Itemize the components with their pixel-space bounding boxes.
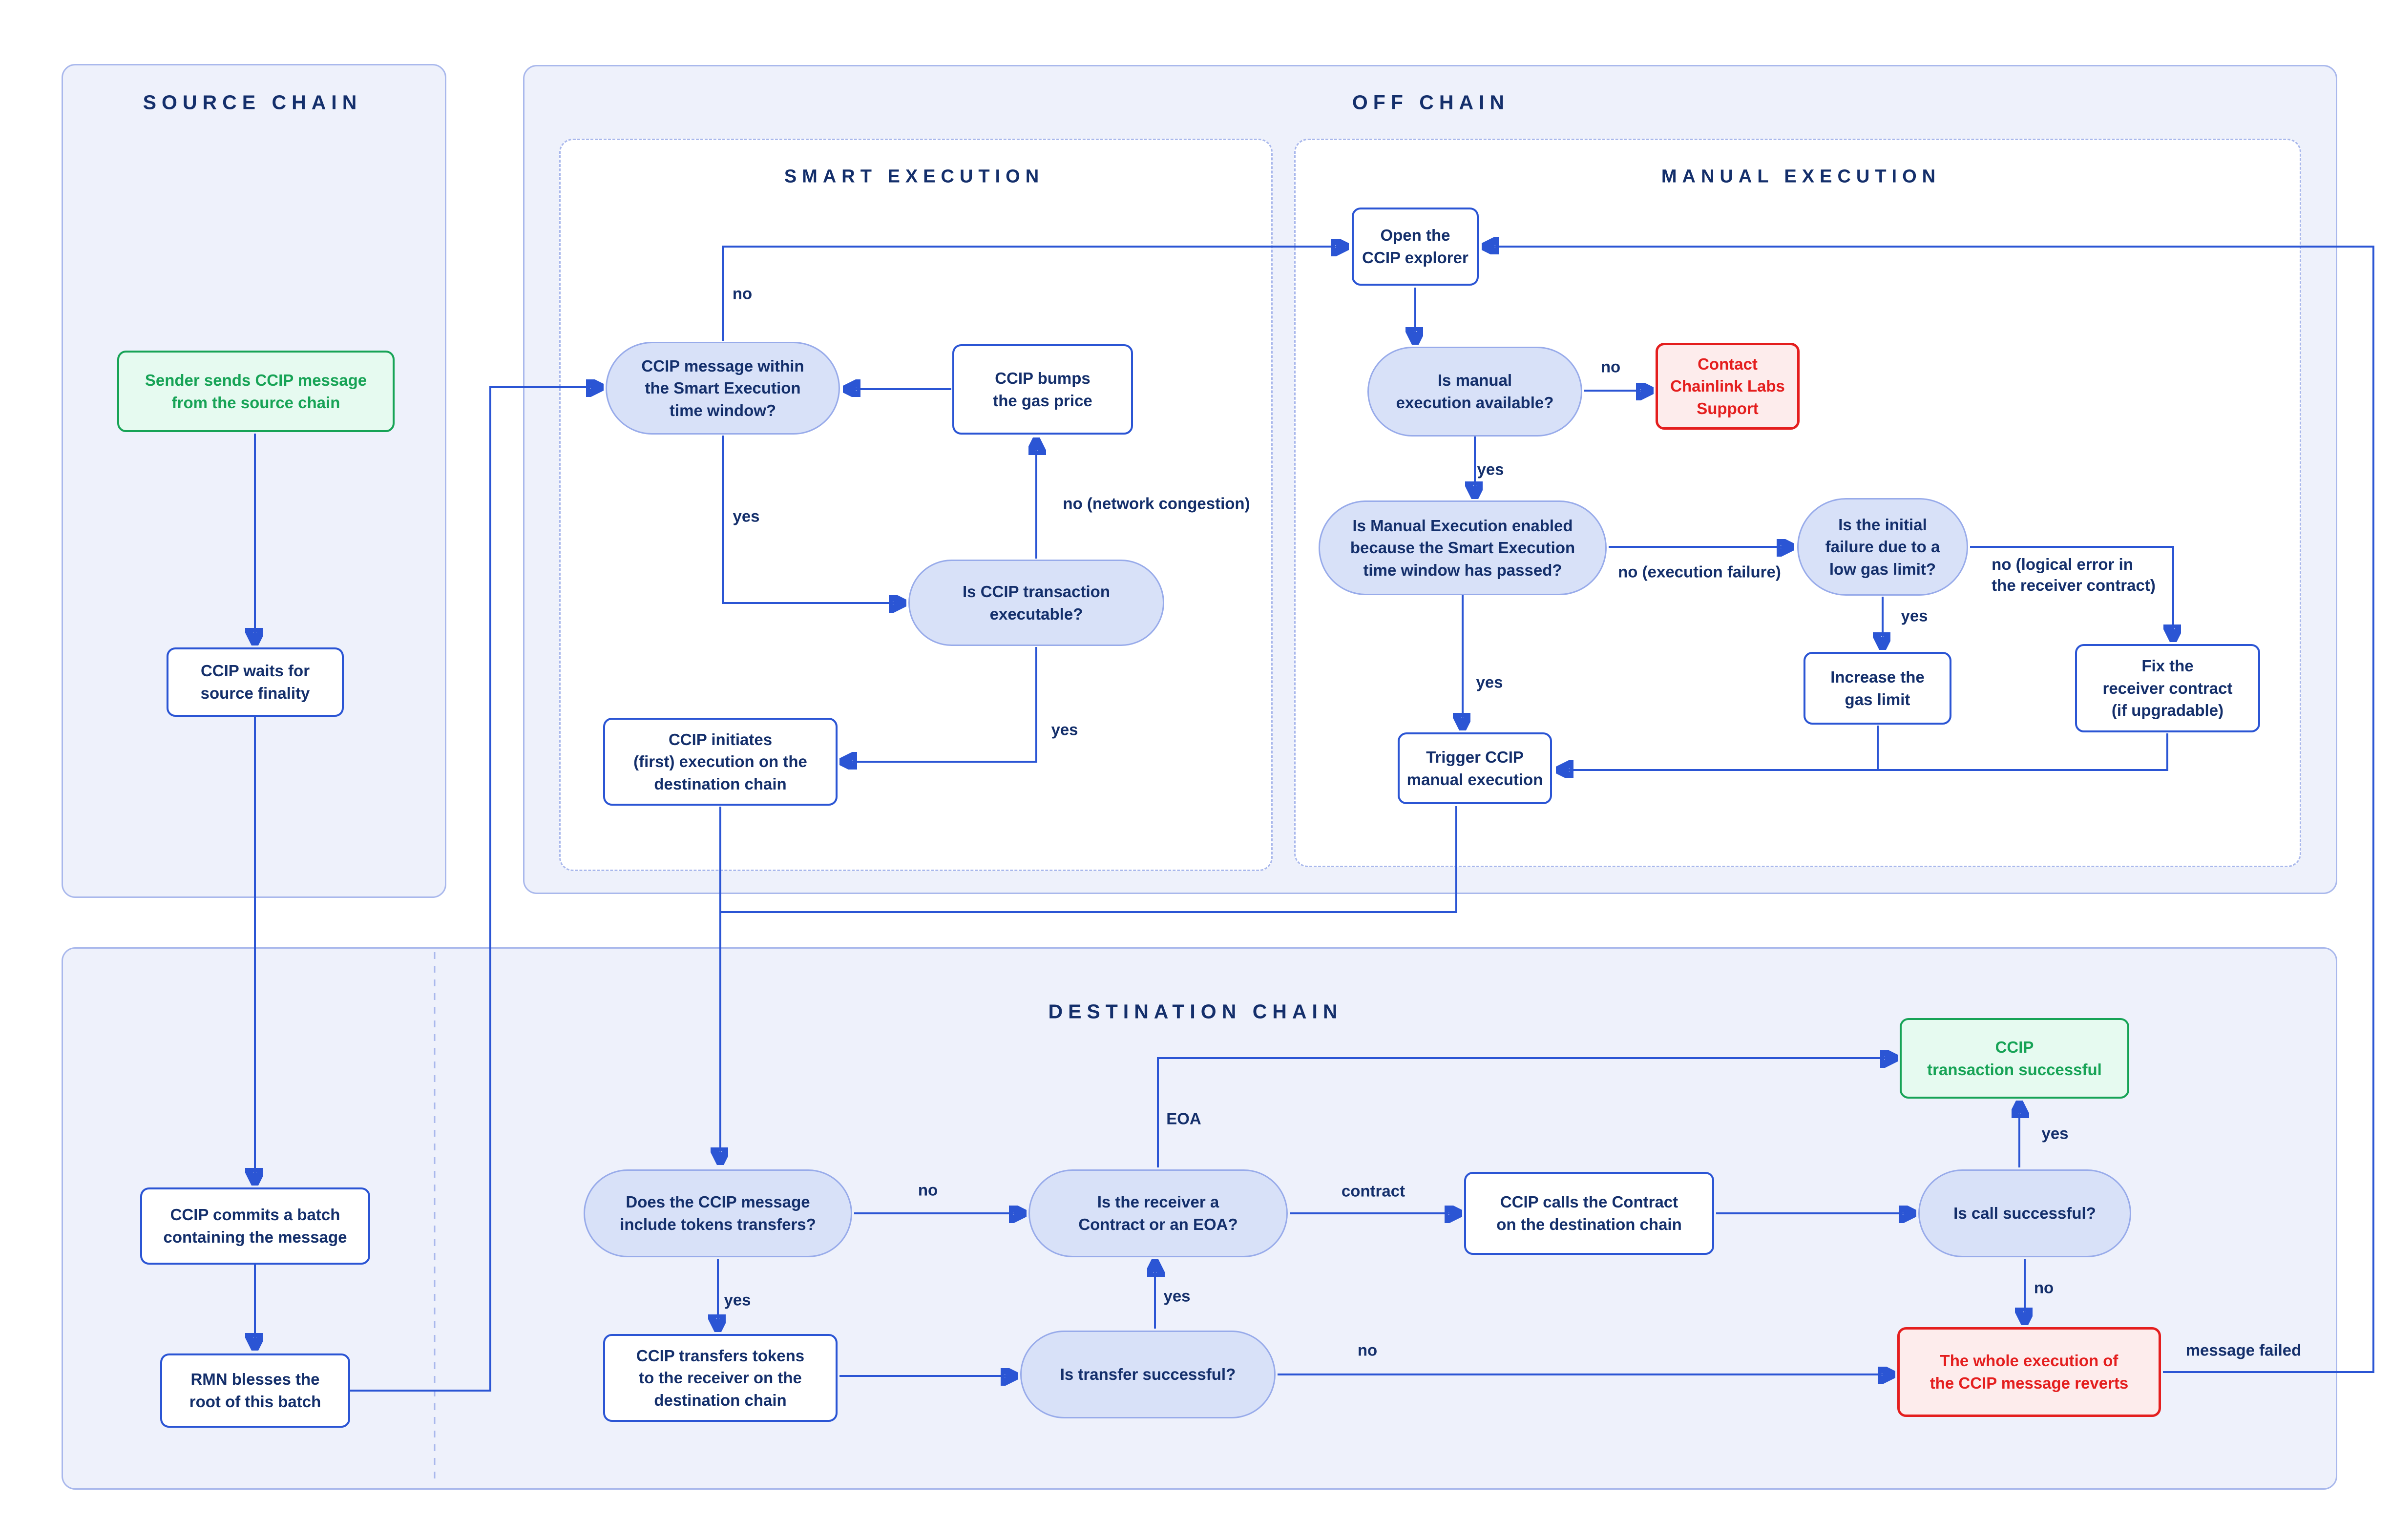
node-transaction-successful: CCIP transaction successful (1900, 1018, 2129, 1099)
smart-execution-title: SMART EXECUTION (784, 166, 1045, 187)
decision-transfer-successful: Is transfer successful? (1020, 1331, 1276, 1418)
edge-label-yes-within: yes (733, 507, 760, 525)
edge-label-contract: contract (1341, 1182, 1405, 1200)
edge-label-no-transfer: no (1357, 1341, 1378, 1359)
decision-includes-token-transfers: Does the CCIP message include tokens tra… (584, 1169, 852, 1257)
manual-execution-title: MANUAL EXECUTION (1661, 166, 1941, 187)
decision-transaction-executable: Is CCIP transaction executable? (908, 560, 1164, 646)
decision-manual-execution-enabled: Is Manual Execution enabled because the … (1319, 500, 1607, 595)
decision-receiver-contract-or-eoa: Is the receiver a Contract or an EOA? (1028, 1169, 1288, 1257)
edge-fix-merge-trigger (1561, 733, 2168, 770)
node-sender-sends-message: Sender sends CCIP message from the sourc… (117, 351, 395, 432)
edge-label-yes-tokens: yes (724, 1290, 751, 1309)
node-fix-receiver-contract: Fix the receiver contract (if upgradable… (2075, 644, 2260, 732)
decision-manual-execution-available: Is manual execution available? (1367, 347, 1582, 437)
edge-initial-no-fix (1970, 546, 2173, 637)
edge-within-yes-executable (722, 436, 902, 603)
edge-executable-yes-initiates (844, 647, 1037, 762)
edge-label-no-call: no (2034, 1278, 2054, 1297)
node-calls-contract-destination: CCIP calls the Contract on the destinati… (1464, 1172, 1714, 1255)
edge-label-yes-available: yes (1477, 460, 1504, 479)
destination-chain-title: DESTINATION CHAIN (1048, 1000, 1343, 1023)
edge-label-no-tokens: no (918, 1181, 938, 1199)
edge-within-no-explorer (722, 247, 1344, 341)
edge-label-no-logical-error: no (logical error in the receiver contra… (1992, 555, 2156, 594)
decision-initial-failure-low-gas: Is the initial failure due to a low gas … (1797, 498, 1968, 596)
node-transfers-tokens: CCIP transfers tokens to the receiver on… (603, 1334, 838, 1422)
node-initiates-first-execution: CCIP initiates (first) execution on the … (603, 718, 838, 806)
node-contact-chainlink-support: Contact Chainlink Labs Support (1656, 343, 1800, 430)
edge-label-yes-enabled: yes (1476, 673, 1503, 691)
node-whole-execution-reverts: The whole execution of the CCIP message … (1897, 1327, 2161, 1417)
node-trigger-manual-execution: Trigger CCIP manual execution (1398, 732, 1552, 804)
source-chain-title: SOURCE CHAIN (143, 91, 362, 114)
edge-label-yes-transfer: yes (1163, 1287, 1191, 1305)
node-bumps-gas-price: CCIP bumps the gas price (952, 344, 1133, 435)
edge-trigger-merge (720, 806, 1457, 913)
edge-label-eoa: EOA (1166, 1109, 1201, 1128)
edge-label-message-failed: message failed (2185, 1341, 2302, 1359)
off-chain-title: OFF CHAIN (1352, 91, 1510, 114)
edge-label-yes-executable: yes (1051, 720, 1078, 739)
edge-rmn-within (349, 387, 599, 1392)
edge-label-no-available: no (1600, 357, 1621, 376)
edge-label-no-execution-failure: no (execution failure) (1618, 562, 1781, 581)
edge-reverts-message-failed-explorer (1487, 247, 2374, 1373)
node-increase-gas-limit: Increase the gas limit (1804, 652, 1951, 725)
node-rmn-blesses-root: RMN blesses the root of this batch (160, 1353, 350, 1428)
edge-label-no-network-congestion: no (network congestion) (1063, 494, 1250, 513)
edge-label-yes-gas: yes (1901, 606, 1928, 625)
decision-within-time-window: CCIP message within the Smart Execution … (606, 342, 840, 435)
decision-call-successful: Is call successful? (1918, 1169, 2131, 1257)
node-waits-source-finality: CCIP waits for source finality (167, 647, 344, 717)
edge-receiver-eoa-success (1157, 1058, 1893, 1167)
edge-label-yes-call: yes (2041, 1124, 2069, 1143)
edge-label-no-within: no (732, 284, 753, 303)
node-commits-batch: CCIP commits a batch containing the mess… (140, 1187, 370, 1265)
node-open-ccip-explorer: Open the CCIP explorer (1352, 208, 1479, 286)
